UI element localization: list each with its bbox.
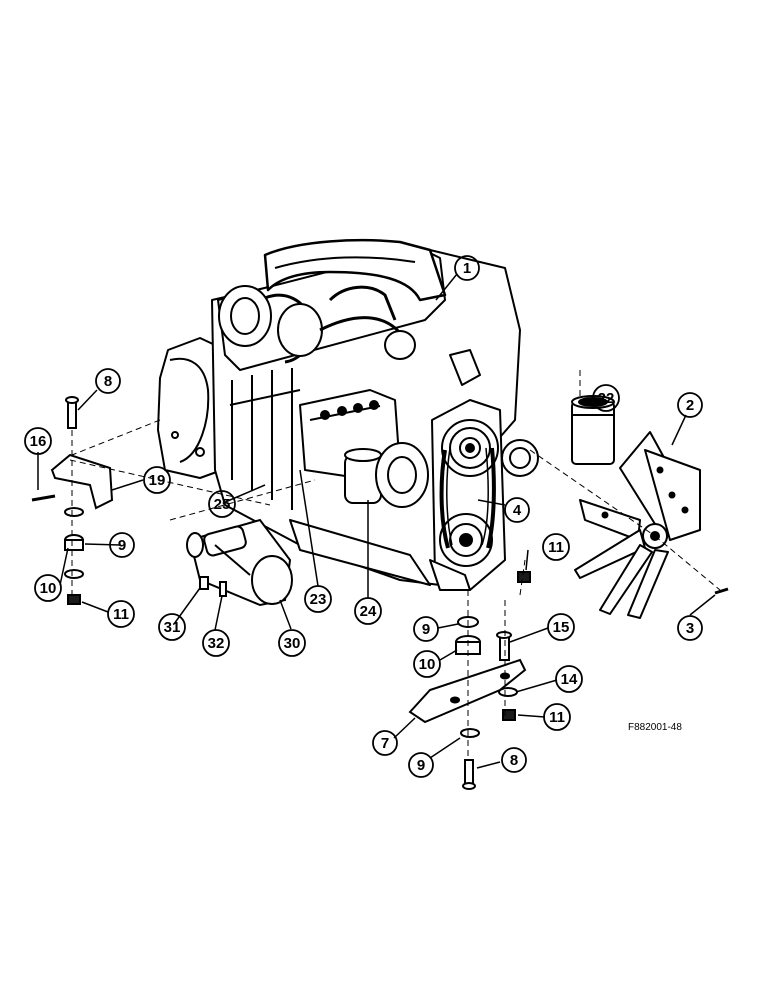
svg-text:8: 8: [510, 752, 518, 769]
callout-2: 2: [677, 392, 703, 418]
callout-9-center: 9: [413, 616, 439, 642]
svg-text:32: 32: [208, 635, 225, 652]
callout-10-left: 10: [34, 574, 62, 602]
svg-text:2: 2: [686, 397, 694, 414]
callout-25: 25: [208, 490, 236, 518]
callout-11-top: 11: [542, 533, 570, 561]
starter-motor: [186, 518, 293, 607]
callout-7: 7: [372, 730, 398, 756]
callout-16: 16: [24, 427, 52, 455]
callout-4: 4: [504, 497, 530, 523]
callout-24: 24: [354, 597, 382, 625]
callout-10-right: 10: [413, 650, 441, 678]
svg-text:24: 24: [360, 603, 377, 620]
svg-text:3: 3: [686, 620, 694, 637]
callout-31: 31: [158, 613, 186, 641]
starter-bolts: [199, 576, 227, 597]
svg-text:4: 4: [513, 502, 522, 519]
svg-text:22: 22: [598, 390, 615, 407]
svg-text:10: 10: [40, 580, 57, 597]
drive-belt: [439, 447, 496, 549]
svg-text:7: 7: [381, 735, 389, 752]
svg-text:9: 9: [118, 537, 126, 554]
oil-sump: [289, 519, 431, 586]
svg-text:14: 14: [561, 671, 578, 688]
svg-text:11: 11: [548, 539, 564, 556]
rear-mount-hardware: [31, 396, 114, 605]
callout-11-right: 11: [543, 703, 571, 731]
callout-11-left: 11: [107, 600, 135, 628]
svg-text:16: 16: [30, 433, 47, 450]
svg-text:1: 1: [463, 260, 471, 277]
svg-text:30: 30: [284, 635, 301, 652]
svg-text:10: 10: [419, 656, 436, 673]
callout-8-top: 8: [95, 368, 121, 394]
cooling-fan: [574, 431, 701, 619]
svg-text:11: 11: [113, 606, 129, 623]
svg-text:25: 25: [214, 496, 231, 513]
leader-lines: [37, 273, 716, 769]
svg-text:9: 9: [417, 757, 425, 774]
svg-text:8: 8: [104, 373, 112, 390]
callout-19: 19: [143, 466, 171, 494]
callout-32: 32: [202, 629, 230, 657]
callout-1: 1: [454, 255, 480, 281]
callout-3: 3: [677, 615, 703, 641]
callout-14: 14: [555, 665, 583, 693]
callout-23: 23: [304, 585, 332, 613]
svg-text:31: 31: [164, 619, 181, 636]
air-intake-pipe: [263, 238, 447, 302]
svg-text:15: 15: [553, 619, 570, 636]
callout-30: 30: [278, 629, 306, 657]
engine-assembly: [157, 238, 539, 591]
svg-text:23: 23: [310, 591, 327, 608]
figure-code: F882001-48: [628, 722, 682, 733]
callout-22: 22: [592, 384, 620, 412]
callout-8-bottom: 8: [501, 747, 527, 773]
callout-15: 15: [547, 613, 575, 641]
mount-bracket: [50, 453, 114, 510]
callout-9-left: 9: [109, 532, 135, 558]
svg-text:19: 19: [149, 472, 166, 489]
svg-text:11: 11: [549, 709, 565, 726]
callout-9-bottom: 9: [408, 752, 434, 778]
svg-text:9: 9: [422, 621, 430, 638]
